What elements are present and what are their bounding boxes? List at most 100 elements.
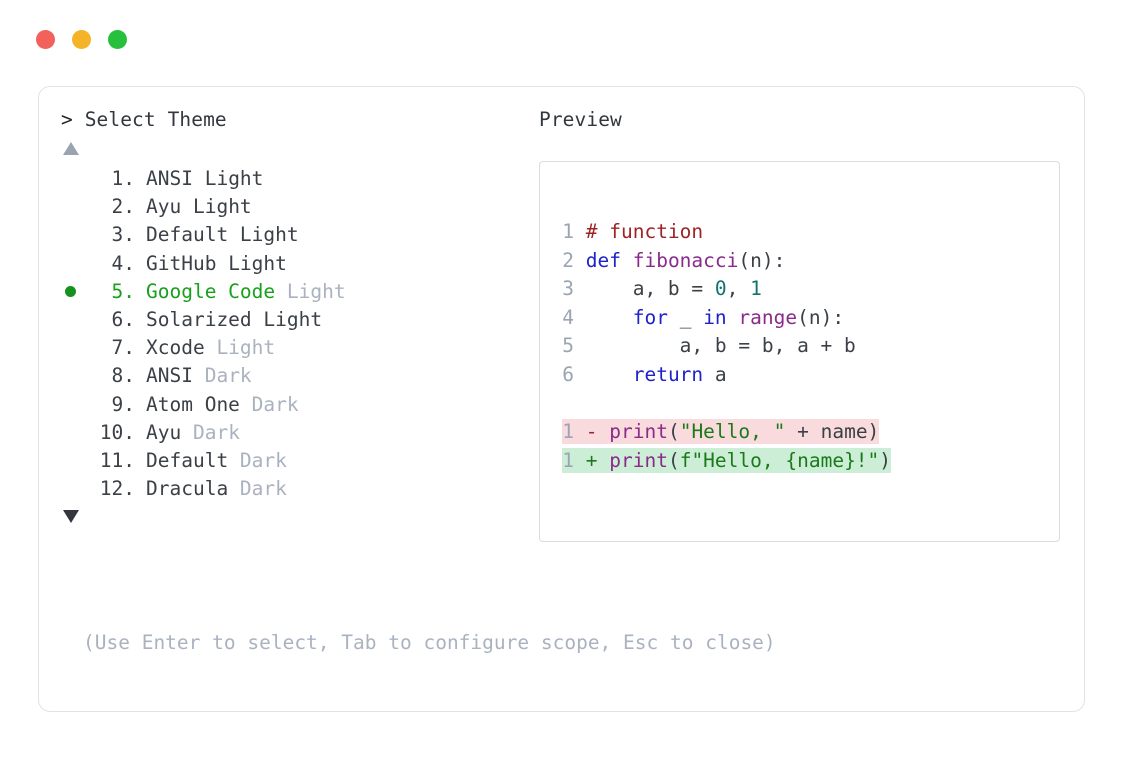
theme-item-label: Default Dark bbox=[135, 447, 287, 475]
code-token: ) bbox=[879, 448, 892, 472]
selection-indicator-cell bbox=[61, 306, 91, 334]
selection-indicator-cell bbox=[61, 362, 91, 390]
code-token: (n): bbox=[797, 305, 845, 329]
theme-list-item[interactable]: 3.Default Light bbox=[61, 221, 539, 249]
theme-item-name: Solarized bbox=[146, 308, 252, 332]
theme-item-variant: Light bbox=[181, 195, 252, 219]
code-token: return bbox=[632, 362, 704, 386]
prompt-caret: > bbox=[61, 108, 73, 131]
theme-item-variant: Dark bbox=[239, 392, 299, 416]
maximize-button[interactable] bbox=[108, 30, 127, 49]
code-token: a, b = bbox=[585, 277, 715, 301]
theme-list-item[interactable]: 1.ANSI Light bbox=[61, 165, 539, 193]
theme-item-label: Atom One Dark bbox=[135, 391, 299, 419]
scroll-down-row[interactable] bbox=[61, 503, 539, 529]
code-line: 3 a, b = 0, 1 bbox=[562, 275, 1059, 304]
code-token: print bbox=[609, 448, 668, 472]
selection-indicator-cell bbox=[61, 221, 91, 249]
code-token: 0 bbox=[714, 277, 727, 301]
diff-highlight: 1 - print("Hello, " + name) bbox=[562, 419, 880, 445]
theme-item-variant: Dark bbox=[192, 364, 252, 388]
diff-sign: - bbox=[585, 420, 598, 444]
theme-item-name: Ayu bbox=[146, 195, 182, 219]
diff-line-number: 1 bbox=[562, 420, 574, 444]
selection-indicator-cell bbox=[61, 250, 91, 278]
code-token: print bbox=[609, 420, 668, 444]
code-line-number: 4 bbox=[562, 305, 574, 329]
theme-list-item[interactable]: 11.Default Dark bbox=[61, 447, 539, 475]
code-token: in bbox=[703, 305, 727, 329]
theme-item-name: Atom One bbox=[146, 392, 240, 416]
theme-item-name: Google Code bbox=[146, 279, 276, 303]
theme-list-item[interactable]: 7.Xcode Light bbox=[61, 334, 539, 362]
theme-item-number: 5. bbox=[111, 279, 135, 303]
code-line-number: 5 bbox=[562, 334, 574, 358]
code-line: 4 for _ in range(n): bbox=[562, 304, 1059, 333]
theme-item-number: 1. bbox=[111, 167, 135, 190]
theme-item-variant: Dark bbox=[181, 420, 240, 444]
theme-list-item[interactable]: 9.Atom One Dark bbox=[61, 391, 539, 419]
triangle-up-icon[interactable] bbox=[63, 141, 79, 155]
theme-list-item[interactable]: 2. Ayu Light bbox=[61, 193, 539, 221]
close-button[interactable] bbox=[36, 30, 55, 49]
code-line-number: 3 bbox=[562, 277, 574, 301]
code-token: a, b = b, a + b bbox=[585, 334, 856, 358]
theme-item-name: Default bbox=[146, 223, 229, 247]
theme-item-number: 6. bbox=[111, 308, 135, 332]
theme-item-name: Default bbox=[146, 449, 229, 473]
code-token bbox=[586, 306, 633, 329]
theme-item-name: Dracula bbox=[146, 477, 229, 501]
theme-item-label: Ayu Dark bbox=[135, 419, 240, 447]
code-token: range bbox=[738, 305, 798, 329]
minimize-button[interactable] bbox=[72, 30, 91, 49]
theme-item-number: 8. bbox=[111, 364, 135, 388]
code-line-number: 1 bbox=[562, 220, 574, 243]
theme-item-number: 2. bbox=[111, 195, 135, 219]
code-token: + name) bbox=[785, 420, 880, 444]
selection-indicator-cell bbox=[61, 447, 91, 475]
theme-list-item[interactable]: 8. ANSI Dark bbox=[61, 362, 539, 390]
theme-list-item[interactable]: 6.Solarized Light bbox=[61, 306, 539, 334]
theme-list-item[interactable]: 12.Dracula Dark bbox=[61, 475, 539, 503]
code-line: 1 # function bbox=[562, 218, 1059, 247]
code-token: fibonacci bbox=[632, 248, 739, 272]
theme-item-label: GitHub Light bbox=[135, 250, 287, 278]
code-token: f"Hello, {name}!" bbox=[679, 448, 880, 472]
code-token bbox=[586, 363, 633, 386]
code-token: 1 bbox=[750, 277, 762, 301]
theme-list-item[interactable]: 4.GitHub Light bbox=[61, 250, 539, 278]
selection-indicator-cell bbox=[61, 475, 91, 503]
code-token: , bbox=[726, 277, 751, 301]
selection-indicator-cell bbox=[61, 391, 91, 419]
theme-item-label: Xcode Light bbox=[135, 334, 275, 362]
page-title-text bbox=[73, 108, 85, 131]
diff-line-number: 1 bbox=[562, 448, 574, 472]
selection-indicator-cell bbox=[61, 419, 91, 447]
theme-item-number: 12. bbox=[99, 477, 135, 501]
theme-list-item[interactable]: 5.Google Code Light bbox=[61, 278, 539, 306]
theme-item-number: 11. bbox=[99, 449, 135, 473]
theme-item-label: Google Code Light bbox=[135, 278, 346, 306]
theme-item-label: Default Light bbox=[135, 221, 299, 249]
selection-indicator-cell bbox=[61, 193, 91, 221]
theme-item-number: 7. bbox=[111, 336, 135, 360]
code-token bbox=[727, 306, 739, 329]
code-token: def bbox=[585, 248, 633, 272]
triangle-down-icon[interactable] bbox=[63, 509, 79, 523]
theme-item-name: ANSI bbox=[146, 364, 193, 388]
theme-list-item[interactable]: 10.Ayu Dark bbox=[61, 419, 539, 447]
selection-indicator-cell bbox=[61, 334, 91, 362]
window-titlebar bbox=[36, 30, 127, 49]
theme-item-label: Dracula Dark bbox=[135, 475, 287, 503]
theme-item-number: 3. bbox=[111, 223, 135, 247]
scroll-up-row[interactable] bbox=[61, 135, 539, 161]
theme-item-number: 9. bbox=[111, 392, 135, 416]
code-token: ( bbox=[667, 420, 680, 444]
